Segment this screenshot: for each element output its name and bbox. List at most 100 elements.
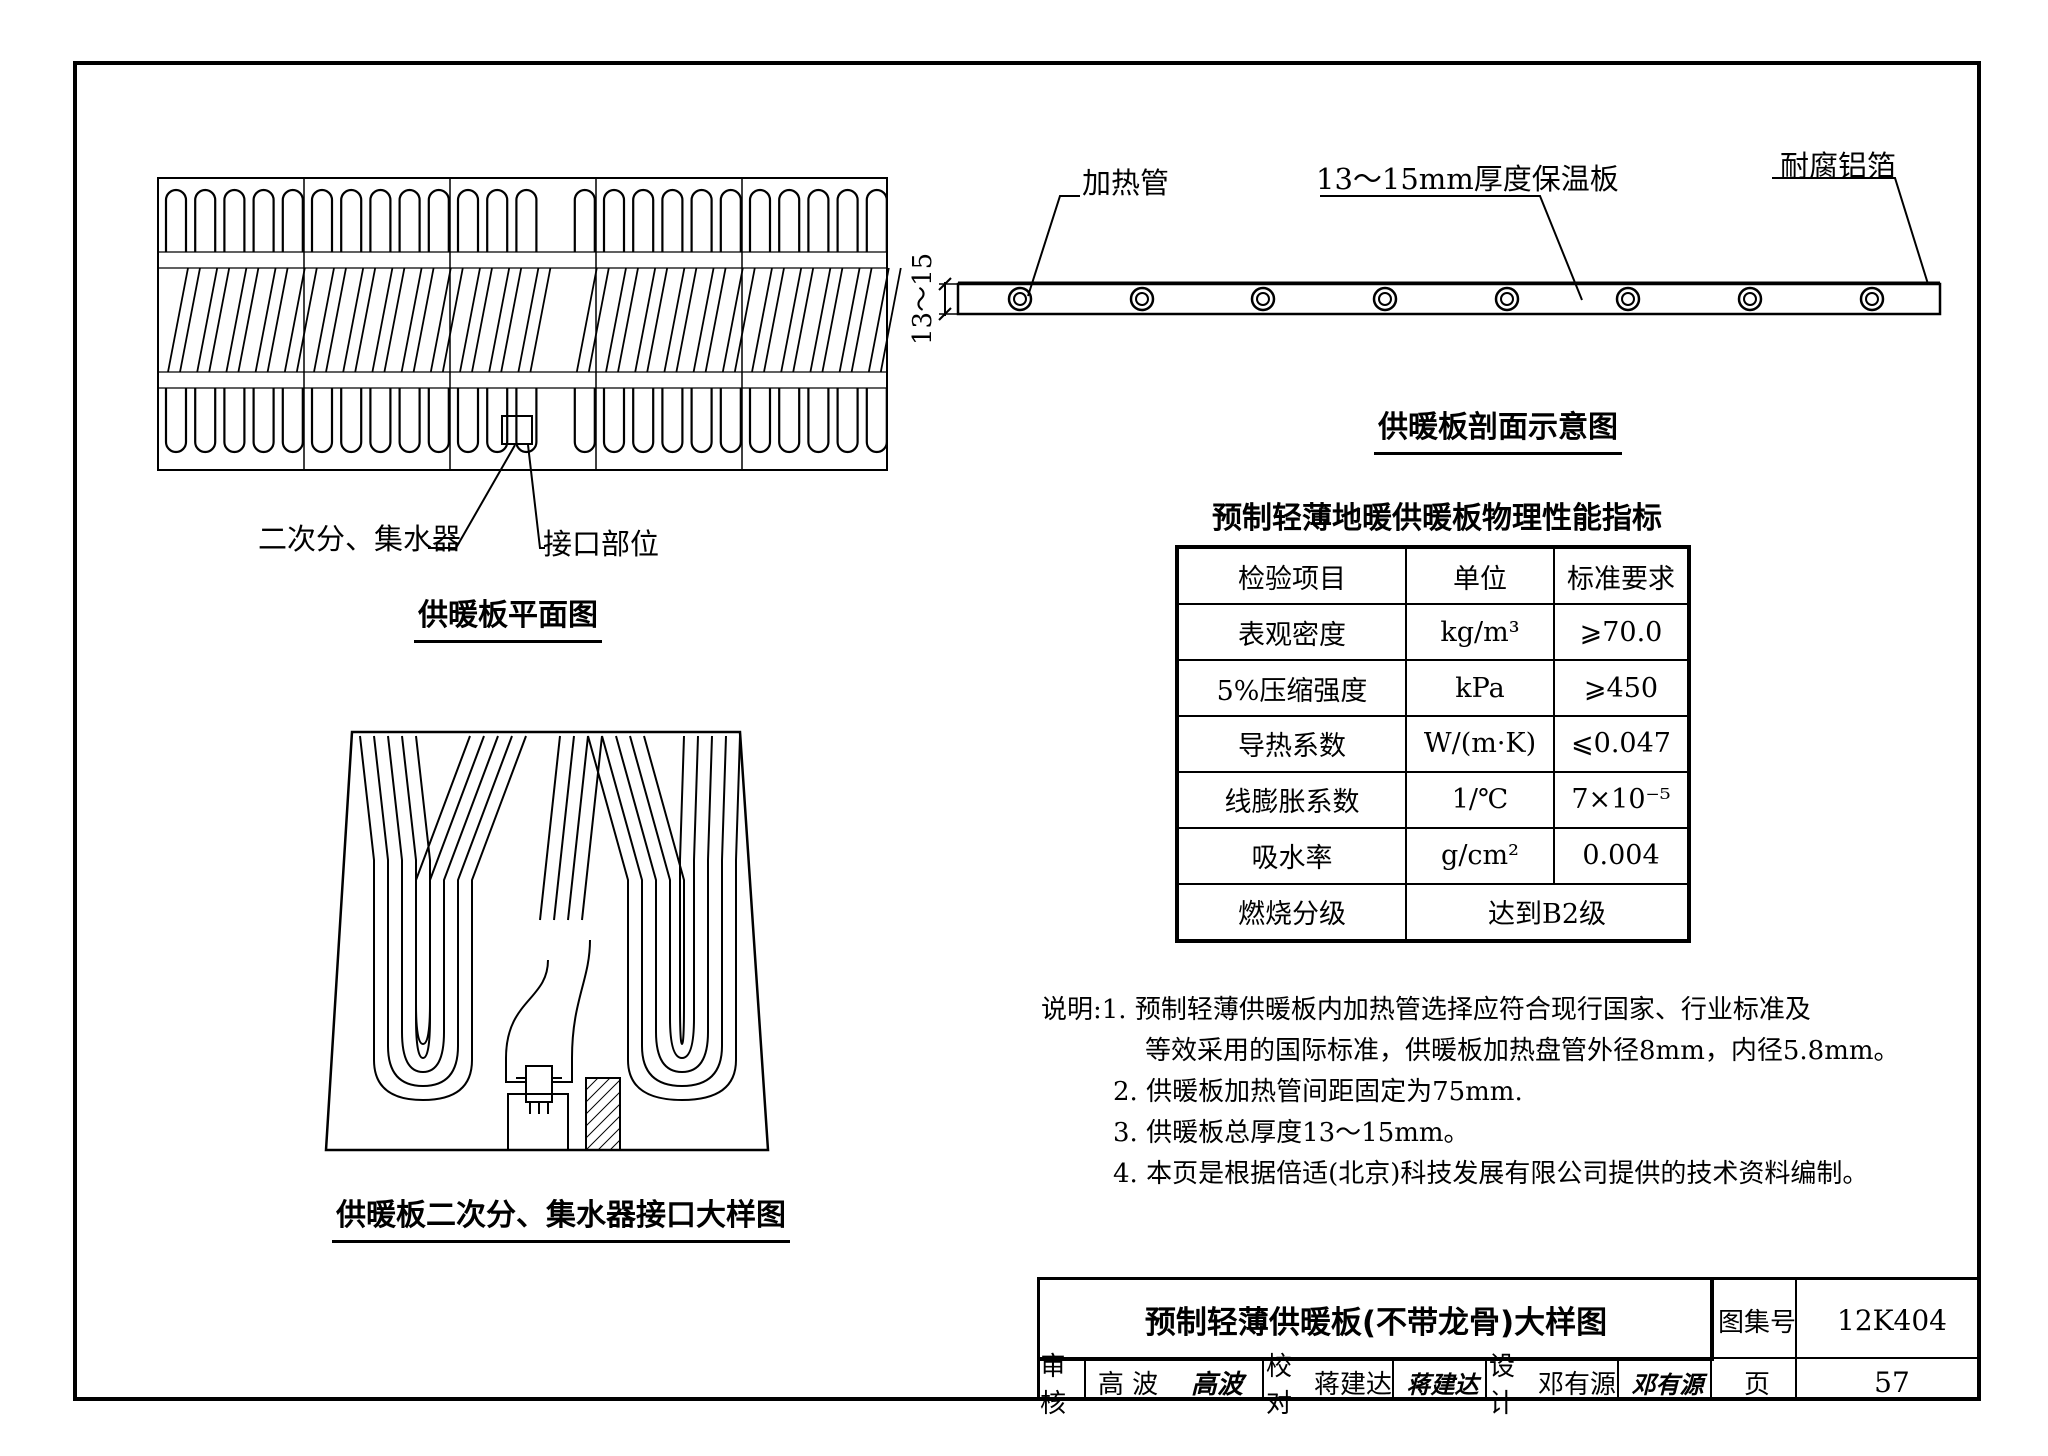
plan-pipe-diagonal — [441, 267, 464, 373]
detail-pipe-loop — [587, 735, 741, 1102]
plan-pipe-loop — [807, 188, 830, 252]
plan-pipe-loop — [398, 388, 421, 454]
row-item: 表观密度 — [1176, 603, 1407, 662]
plan-pipe-loop — [164, 388, 188, 454]
plan-pipe-loop — [252, 188, 275, 252]
section-pipe-outer — [1494, 286, 1520, 312]
row-requirement: 7×10⁻⁵ — [1553, 770, 1690, 829]
section-pipe-inner — [1256, 292, 1270, 306]
plan-pipe-diagonal — [879, 267, 902, 373]
plan-pipe-diagonal — [429, 267, 452, 373]
plan-pipe-diagonal — [383, 267, 406, 373]
plan-pipe-diagonal — [459, 267, 481, 373]
plan-pipe-loop — [252, 388, 275, 454]
plan-pipe-diagonal — [867, 267, 890, 373]
plan-pipe-diagonal — [254, 267, 277, 373]
plan-pipe-loop — [340, 188, 363, 252]
note-item: 2. 供暖板加热管间距固定为75mm. — [1113, 1077, 1523, 1107]
plan-pipe-loop — [836, 188, 859, 252]
plan-pipe-loop — [602, 388, 626, 454]
table-row: 燃烧分级 达到B2级 — [1176, 882, 1690, 943]
section-pipe-outer — [1250, 286, 1276, 312]
plan-pipe-diagonal — [295, 267, 318, 373]
plan-pipe-loop — [486, 188, 509, 252]
row-unit: W/(m·K) — [1405, 715, 1555, 773]
insulation-board-label: 13～15mm厚度保温板 — [1316, 162, 1619, 196]
header-item: 检验项目 — [1176, 545, 1407, 606]
row-item: 5%压缩强度 — [1176, 659, 1407, 718]
row-requirement: 0.004 — [1553, 826, 1690, 885]
plan-pipe-loop — [456, 188, 480, 252]
table-row: 表观密度 kg/m³ ⩾70.0 — [1176, 603, 1690, 662]
plan-pipe-diagonal — [692, 267, 715, 373]
section-pipe-inner — [1013, 292, 1027, 306]
section-pipe-inner — [1743, 292, 1757, 306]
plan-pipe-diagonal — [646, 267, 669, 373]
row-unit: 1/℃ — [1405, 770, 1555, 829]
plan-pipe-diagonal — [412, 267, 435, 373]
table-title: 预制轻薄地暖供暖板物理性能指标 — [1212, 501, 1662, 536]
designer-signature: 邓有源 — [1631, 1370, 1704, 1399]
plan-pipe-loop — [865, 188, 888, 252]
detail-pipe-run — [567, 735, 589, 921]
plan-pipe-diagonal — [313, 267, 335, 373]
row-unit: kPa — [1405, 659, 1555, 718]
plan-pipe-loop — [719, 388, 742, 454]
aluminum-foil-label: 耐腐铝箔 — [1780, 149, 1897, 183]
plan-pipe-loop — [748, 188, 772, 252]
detail-pipe-loop — [373, 735, 513, 1088]
title-block: 预制轻薄供暖板(不带龙骨)大样图 图集号 12K404 页 57 审核 高 波 … — [1037, 1277, 1981, 1419]
design-label: 设计 — [1489, 1351, 1516, 1419]
plan-pipe-diagonal — [500, 267, 523, 373]
designer-name: 邓有源 — [1537, 1370, 1616, 1400]
plan-pipe-diagonal — [400, 267, 423, 373]
plan-pipe-loop — [486, 388, 509, 454]
plan-pipe-loop — [865, 388, 888, 454]
plan-pipe-diagonal — [733, 267, 756, 373]
reviewer-signature: 高波 — [1190, 1370, 1243, 1400]
plan-pipe-loop — [632, 388, 655, 454]
plan-pipe-diagonal — [517, 267, 540, 373]
plan-pipe-diagonal — [196, 267, 219, 373]
plan-pipe-diagonal — [850, 267, 873, 373]
detail-pipe-run — [581, 735, 603, 921]
plan-pipe-diagonal — [838, 267, 861, 373]
row-merged-value: 达到B2级 — [1405, 882, 1690, 943]
plan-pipe-diagonal — [587, 267, 610, 373]
plan-view-caption: 供暖板平面图 — [414, 590, 602, 643]
notes-prefix: 说明: — [1041, 995, 1102, 1025]
note-item: 等效采用的国际标准，供暖板加热盘管外径8mm，内径5.8mm。 — [1145, 1036, 1900, 1066]
plan-pipe-diagonal — [325, 267, 347, 373]
table-row: 导热系数 W/(m·K) ⩽0.047 — [1176, 715, 1690, 773]
row-item: 线膨胀系数 — [1176, 770, 1407, 829]
plan-pipe-diagonal — [605, 267, 627, 373]
table-header-row: 检验项目 单位 标准要求 — [1176, 545, 1690, 606]
plan-pipe-loop — [807, 388, 830, 454]
reviewer-name: 高 波 — [1097, 1370, 1159, 1400]
plan-pipe-diagonal — [663, 267, 686, 373]
section-pipe-inner — [1135, 292, 1149, 306]
row-requirement: ⩾70.0 — [1553, 603, 1690, 662]
note-item: 3. 供暖板总厚度13～15mm。 — [1113, 1118, 1470, 1148]
title-block-lines — [1037, 1277, 1981, 1401]
thickness-dimension: 13～15 — [908, 252, 938, 345]
plan-pipe-diagonal — [225, 267, 248, 373]
plan-pipe-diagonal — [471, 267, 493, 373]
detail-pipe-loop — [415, 735, 471, 1046]
detail-pipe-loop — [359, 735, 527, 1102]
detail-pipe-loop — [643, 735, 685, 1046]
detail-pipe-loop — [387, 735, 499, 1074]
plan-pipe-diagonal — [167, 267, 189, 373]
plan-pipe-loop — [194, 388, 217, 454]
section-pipe-inner — [1500, 292, 1514, 306]
drawing-frame — [73, 61, 1981, 1401]
plan-pipe-diagonal — [675, 267, 698, 373]
plan-pipe-diagonal — [575, 267, 598, 373]
plan-pipe-loop — [164, 188, 188, 252]
checker-signature: 蒋建达 — [1406, 1370, 1479, 1399]
plan-pipe-diagonal — [704, 267, 727, 373]
plan-pipe-loop — [310, 188, 334, 252]
plan-pipe-loop — [690, 388, 713, 454]
section-pipe-outer — [1737, 286, 1763, 312]
page-label: 页 — [1743, 1370, 1770, 1400]
